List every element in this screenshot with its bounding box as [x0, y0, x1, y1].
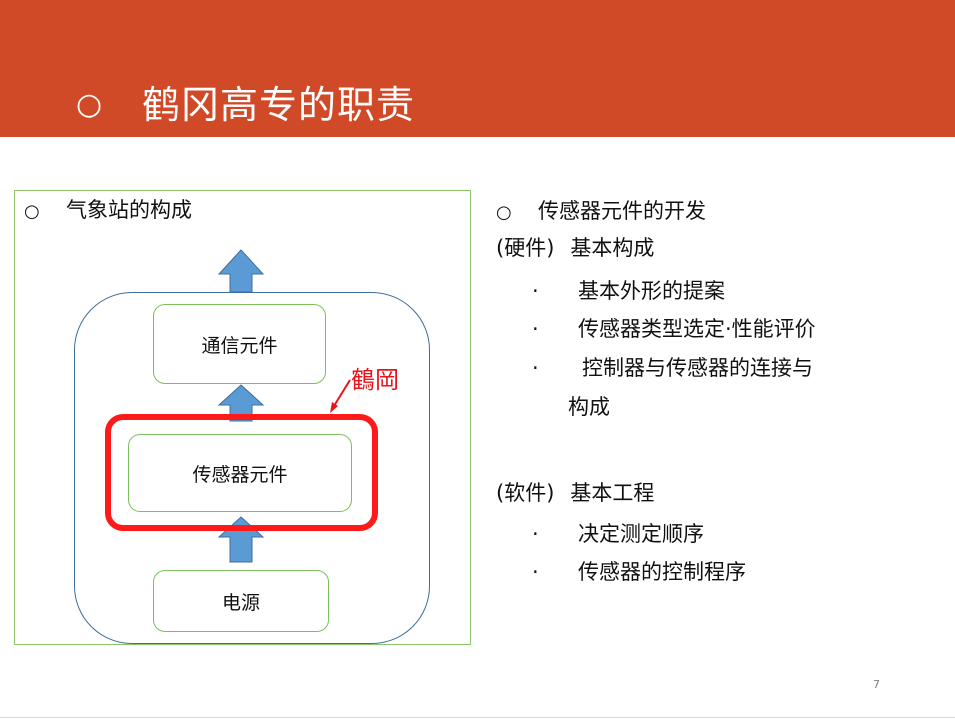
left-heading-bullet: ○ [24, 201, 40, 222]
node-communication: 通信元件 [153, 304, 326, 384]
title-bullet: ○ [76, 87, 103, 122]
page-number: 7 [873, 678, 880, 691]
list-item: · 基本外形的提案 [532, 275, 725, 308]
software-title: 基本工程 [570, 481, 655, 505]
left-heading-text: 气象站的构成 [66, 198, 192, 222]
list-item-continued: 构成 [568, 395, 610, 419]
hardware-item-1: 基本外形的提案 [578, 279, 725, 303]
item-bullet: · [532, 522, 539, 546]
bottom-divider [0, 717, 955, 718]
left-panel [14, 190, 471, 645]
hardware-line: (硬件) 基本构成 [496, 232, 654, 265]
item-bullet: · [532, 279, 539, 303]
software-line: (软件) 基本工程 [496, 477, 654, 510]
sensor-highlight-box [105, 414, 378, 531]
right-heading-text: 传感器元件的开发 [538, 199, 706, 223]
slide-title: 鹤冈高专的职责 [142, 83, 416, 127]
title-bar [0, 0, 955, 137]
list-item: · 决定测定顺序 [532, 518, 704, 551]
software-item-2: 传感器的控制程序 [578, 560, 746, 584]
list-item: · 传感器的控制程序 [532, 556, 746, 589]
list-item: · 控制器与传感器的连接与 [532, 352, 813, 385]
hardware-item-2: 传感器类型选定·性能评价 [578, 317, 816, 341]
hardware-title: 基本构成 [570, 236, 655, 260]
station-container [74, 292, 430, 644]
list-item: · 传感器类型选定·性能评价 [532, 313, 816, 346]
tsuruoka-label: 鶴岡 [351, 366, 399, 394]
item-bullet: · [532, 356, 539, 380]
node-power: 电源 [153, 570, 329, 632]
hardware-item-3: 控制器与传感器的连接与 [582, 356, 813, 380]
item-bullet: · [532, 317, 539, 341]
software-item-1: 决定测定顺序 [578, 522, 704, 546]
right-heading: ○ 传感器元件的开发 [496, 195, 706, 229]
left-heading: ○ 气象站的构成 [24, 195, 192, 227]
item-bullet: · [532, 560, 539, 584]
hardware-label: (硬件) [496, 236, 555, 260]
right-heading-bullet: ○ [496, 202, 512, 223]
software-label: (软件) [496, 481, 555, 505]
node-sensor: 传感器元件 [128, 434, 352, 512]
